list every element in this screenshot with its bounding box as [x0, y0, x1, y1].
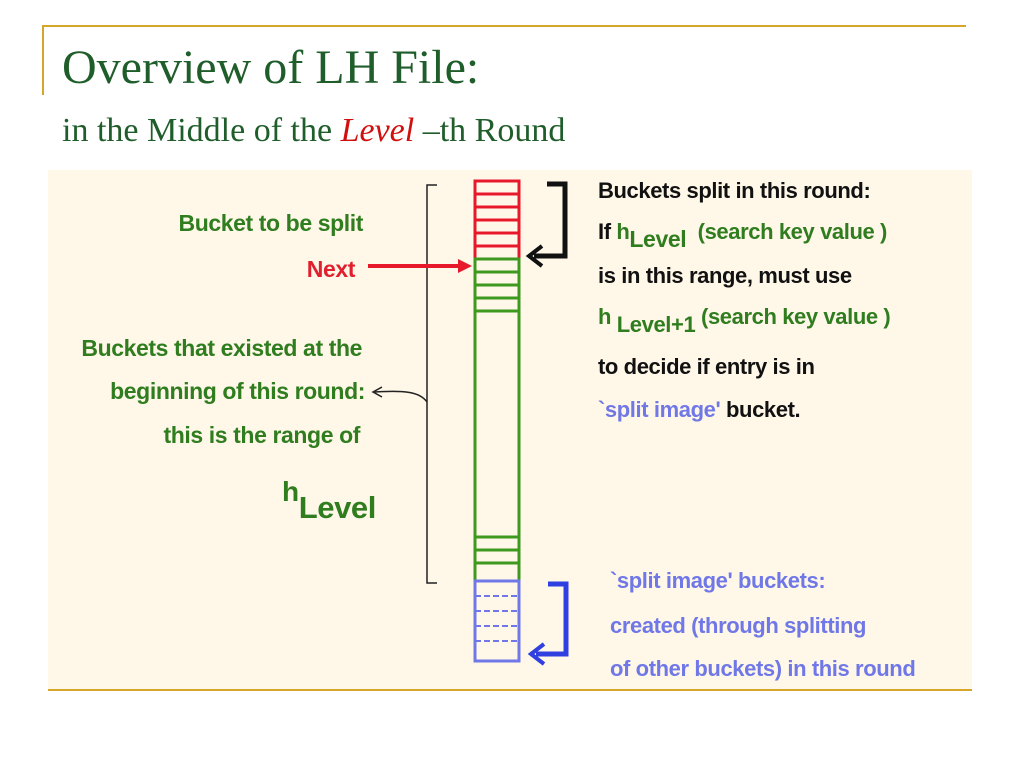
- next-label: Next: [306, 256, 356, 282]
- split-round-heading: Buckets split in this round:: [598, 178, 871, 203]
- split-image-line2: created (through splitting: [610, 613, 867, 638]
- next-arrowhead: [458, 259, 472, 273]
- left-rule: [42, 25, 44, 95]
- h-level-inline: h: [616, 219, 630, 244]
- search-key-1: (search key value ): [697, 219, 888, 244]
- h-level-label: hLevel: [282, 476, 376, 524]
- subtitle-prefix: in the Middle of the: [62, 112, 333, 149]
- split-image-line3: of other buckets) in this round: [610, 656, 916, 681]
- existed-buckets-line3: this is the range of: [163, 422, 361, 448]
- top-rule: [42, 25, 966, 27]
- search-key-2: (search key value ): [701, 304, 891, 329]
- split-round-line2: If hLevel (search key value ): [598, 219, 888, 251]
- slide-subtitle: in the Middle of the Level –th Round: [62, 112, 565, 149]
- split-round-line5: to decide if entry is in: [598, 354, 815, 379]
- range-bracket: [426, 184, 437, 584]
- split-round-arrowhead: [525, 244, 544, 268]
- split-round-line3: is in this range, must use: [598, 263, 852, 288]
- range-pointer-arrow: [374, 390, 428, 403]
- split-round-line6: `split image' bucket.: [598, 397, 801, 422]
- if-word: If: [598, 219, 611, 244]
- bucket-to-be-split-label: Bucket to be split: [178, 210, 364, 236]
- green-buckets: [473, 257, 521, 583]
- bottom-rule: [48, 689, 972, 691]
- slide-title: Overview of LH File:: [62, 41, 480, 94]
- diagram-panel: [48, 170, 972, 689]
- red-buckets: [473, 179, 521, 261]
- split-image-buckets: [473, 579, 521, 663]
- h-symbol: h: [282, 476, 299, 507]
- bucket-word: bucket.: [726, 397, 801, 422]
- split-image-bracket: [536, 581, 569, 657]
- subtitle-level: Level: [340, 112, 415, 149]
- split-round-bracket: [534, 181, 568, 259]
- existed-buckets-line2: beginning of this round:: [110, 378, 365, 404]
- existed-buckets-line1: Buckets that existed at the: [81, 335, 362, 361]
- split-image-heading: `split image' buckets:: [610, 568, 826, 593]
- split-image-arrowhead: [527, 642, 546, 666]
- split-image-inline: `split image': [598, 397, 721, 422]
- split-round-line4: h Level+1 (search key value ): [598, 304, 891, 336]
- range-pointer-arrowhead: [371, 386, 383, 398]
- h-level-inline-sub: Level: [629, 226, 687, 252]
- split-image-bucket-dividers: [475, 595, 519, 642]
- h-level-subscript: Level: [298, 490, 377, 525]
- h-level1-inline-sub: Level+1: [616, 312, 696, 337]
- subtitle-suffix: –th Round: [422, 112, 566, 149]
- h-level1-inline: h: [598, 304, 612, 329]
